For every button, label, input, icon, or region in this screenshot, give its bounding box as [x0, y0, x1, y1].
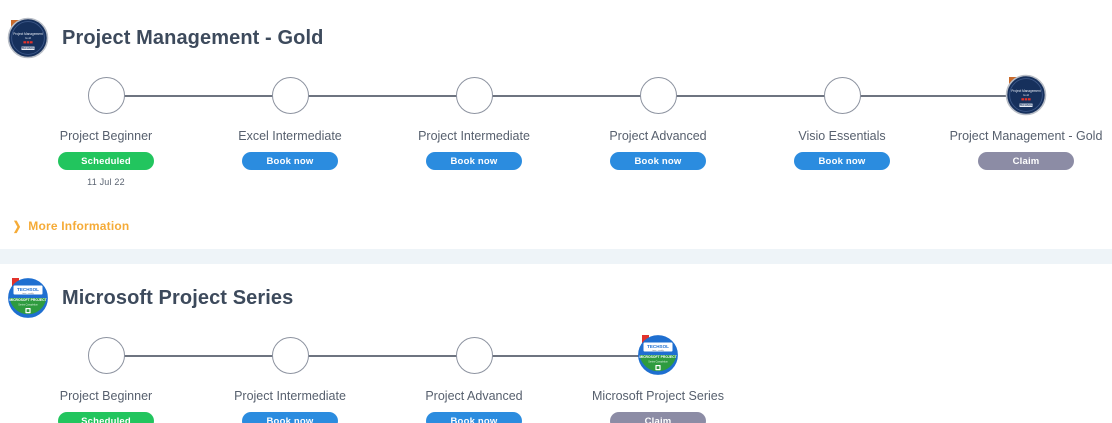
step-book-now-button[interactable]: Book now	[242, 412, 338, 423]
more-information-link[interactable]: ❯ More Information	[12, 219, 129, 233]
chevron-right-icon: ❯	[12, 219, 22, 233]
svg-text:TECHSOL: TECHSOL	[1020, 103, 1033, 107]
pathway-steps: Project Beginner Scheduled 11 Jul 22 Pro…	[0, 330, 1112, 423]
step-node-row	[382, 70, 658, 120]
step-status-button[interactable]: Scheduled	[58, 412, 154, 423]
step-connector	[474, 355, 658, 357]
project-management-gold-badge-icon: Project Management Gold TECHSOL	[6, 16, 50, 60]
step-label: Project Beginner	[59, 129, 153, 143]
step-circle-icon[interactable]	[271, 336, 309, 374]
svg-text:TECHSOL: TECHSOL	[17, 287, 39, 292]
svg-text:TECHSOL: TECHSOL	[647, 344, 669, 349]
pathway-step: Project Intermediate Book now	[198, 330, 474, 423]
step-label: Project Advanced	[425, 389, 523, 403]
step-label: Project Intermediate	[234, 389, 346, 403]
pathway-step: Project Beginner Scheduled 11 Jul 22	[14, 70, 290, 187]
svg-text:train · certify: train · certify	[652, 349, 664, 352]
step-label: Project Management - Gold	[949, 129, 1103, 143]
section-divider	[0, 249, 1112, 264]
more-information-label: More Information	[28, 219, 130, 233]
step-connector	[290, 355, 474, 357]
svg-text:TECHSOL: TECHSOL	[22, 46, 35, 50]
step-book-now-button[interactable]: Book now	[610, 152, 706, 170]
step-claim-button[interactable]: Claim	[978, 152, 1074, 170]
step-label: Excel Intermediate	[238, 129, 342, 143]
svg-text:Series Completion: Series Completion	[18, 303, 38, 306]
step-circle-icon[interactable]	[823, 76, 861, 114]
step-node-row	[566, 70, 842, 120]
microsoft-project-series-badge-icon: TECHSOL train · certify MICROSOFT PROJEC…	[6, 276, 50, 320]
pathway-step: TECHSOL train · certify MICROSOFT PROJEC…	[566, 330, 750, 423]
step-label: Project Intermediate	[418, 129, 530, 143]
svg-text:Project Management: Project Management	[13, 32, 43, 36]
step-node-row: TECHSOL train · certify MICROSOFT PROJEC…	[566, 330, 750, 380]
svg-text:MICROSOFT PROJECT: MICROSOFT PROJECT	[9, 298, 47, 302]
step-connector	[106, 95, 290, 97]
step-circle-icon[interactable]	[271, 76, 309, 114]
step-book-now-button[interactable]: Book now	[426, 412, 522, 423]
step-node-row	[750, 70, 1026, 120]
step-label: Project Beginner	[59, 389, 153, 403]
svg-text:train · certify: train · certify	[22, 292, 34, 295]
step-connector	[290, 95, 474, 97]
step-circle-icon[interactable]	[87, 336, 125, 374]
pathway-step: Excel Intermediate Book now	[198, 70, 474, 170]
pathway-steps: Project Beginner Scheduled 11 Jul 22 Exc…	[0, 70, 1112, 187]
svg-text:MICROSOFT PROJECT: MICROSOFT PROJECT	[639, 355, 677, 359]
step-connector	[658, 95, 842, 97]
pathway-title: Project Management - Gold	[62, 26, 324, 49]
pathway-header: TECHSOL train · certify MICROSOFT PROJEC…	[0, 272, 1112, 324]
svg-text:Project Management: Project Management	[1011, 89, 1041, 93]
pathway-step: Project Advanced Book now	[566, 70, 842, 170]
step-connector	[474, 95, 658, 97]
pathway-card: Project Management Gold TECHSOL Project …	[0, 12, 1112, 233]
project-management-gold-badge-icon[interactable]: Project Management Gold TECHSOL	[1004, 73, 1048, 117]
step-connector	[842, 95, 1026, 97]
microsoft-project-series-badge-icon[interactable]: TECHSOL train · certify MICROSOFT PROJEC…	[636, 333, 680, 377]
step-claim-button[interactable]: Claim	[610, 412, 706, 423]
step-date: 11 Jul 22	[87, 177, 125, 187]
step-book-now-button[interactable]: Book now	[794, 152, 890, 170]
step-node-row	[14, 330, 290, 380]
step-label: Project Advanced	[609, 129, 707, 143]
step-circle-icon[interactable]	[87, 76, 125, 114]
pathway-step: Project Intermediate Book now	[382, 70, 658, 170]
step-node-row	[198, 330, 474, 380]
pathway-step: Visio Essentials Book now	[750, 70, 1026, 170]
pathway-card: TECHSOL train · certify MICROSOFT PROJEC…	[0, 264, 1112, 423]
step-node-row	[382, 330, 658, 380]
pathway-title: Microsoft Project Series	[62, 286, 294, 309]
step-connector	[106, 355, 290, 357]
step-book-now-button[interactable]: Book now	[426, 152, 522, 170]
step-label: Visio Essentials	[798, 129, 886, 143]
pathway-step: Project Beginner Scheduled 11 Jul 22	[14, 330, 290, 423]
pathway-header: Project Management Gold TECHSOL Project …	[0, 12, 1112, 64]
step-label: Microsoft Project Series	[592, 389, 724, 403]
step-status-button[interactable]: Scheduled	[58, 152, 154, 170]
step-node-row	[198, 70, 474, 120]
pathway-step: Project Advanced Book now	[382, 330, 658, 423]
svg-text:Gold: Gold	[1023, 93, 1030, 97]
pathway-step: Project Management Gold TECHSOL Project …	[934, 70, 1112, 170]
step-node-row: Project Management Gold TECHSOL	[934, 70, 1112, 120]
step-node-row	[14, 70, 290, 120]
svg-text:Series Completion: Series Completion	[648, 360, 668, 363]
svg-text:Gold: Gold	[25, 36, 32, 40]
step-circle-icon[interactable]	[639, 76, 677, 114]
step-book-now-button[interactable]: Book now	[242, 152, 338, 170]
step-circle-icon[interactable]	[455, 336, 493, 374]
step-circle-icon[interactable]	[455, 76, 493, 114]
